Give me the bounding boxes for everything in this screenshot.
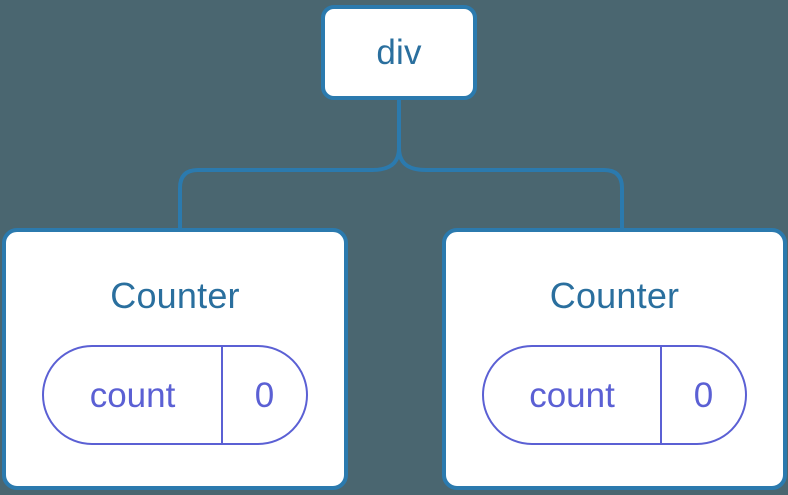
edge-div-to-counter-left: [178, 100, 401, 230]
node-counter-left-label: Counter: [110, 275, 240, 316]
state-key-counter-right: count: [529, 375, 615, 415]
state-pill-counter-left[interactable]: count 0: [42, 345, 308, 445]
state-key-counter-left: count: [89, 375, 176, 415]
node-counter-left[interactable]: Counter count 0: [2, 228, 348, 490]
state-value-counter-right: 0: [660, 347, 745, 443]
node-counter-right-label: Counter: [549, 275, 680, 316]
node-counter-right[interactable]: Counter count 0: [442, 228, 787, 490]
edge-div-to-counter-right: [397, 100, 624, 230]
state-value-counter-left: 0: [221, 347, 306, 443]
state-pill-counter-right[interactable]: count 0: [482, 345, 747, 445]
node-div-label: div: [376, 33, 422, 72]
node-div[interactable]: div: [321, 5, 477, 100]
